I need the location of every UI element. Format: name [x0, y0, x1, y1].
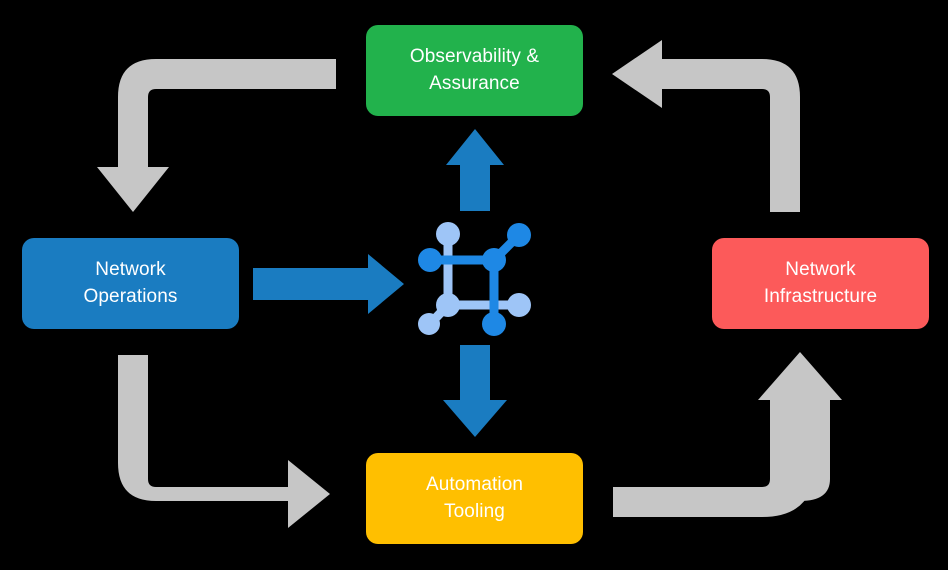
- network-topology-icon: [418, 222, 531, 336]
- icon-node-center: [482, 248, 506, 272]
- node-box-observability[interactable]: Observability & Assurance: [366, 25, 583, 116]
- arrow-automation-to-infrastructure-head: [758, 352, 842, 400]
- node-box-network-operations[interactable]: Network Operations: [22, 238, 239, 329]
- icon-node-bottomleft-junction: [436, 293, 460, 317]
- arrow-center-to-automation: [443, 345, 507, 437]
- arrow-automation-to-infrastructure-elbow: [613, 400, 815, 517]
- icon-node-bottom: [482, 312, 506, 336]
- arrow-operations-to-center: [253, 254, 404, 314]
- icon-node-topleft: [436, 222, 460, 246]
- icon-node-right-mid: [507, 293, 531, 317]
- icon-node-left: [418, 248, 442, 272]
- arrow-automation-to-infrastructure: [613, 376, 830, 501]
- arrow-observability-to-operations: [97, 59, 336, 212]
- arrow-infrastructure-to-observability: [612, 40, 800, 212]
- node-box-network-infrastructure[interactable]: Network Infrastructure: [712, 238, 929, 329]
- icon-node-bottomleft-corner: [418, 313, 440, 335]
- icon-node-topright: [507, 223, 531, 247]
- arrow-operations-to-automation: [118, 355, 330, 528]
- node-box-automation-tooling[interactable]: Automation Tooling: [366, 453, 583, 544]
- arrow-center-to-observability: [446, 129, 504, 211]
- arrow-automation-to-infrastructure-shaft: [785, 392, 815, 492]
